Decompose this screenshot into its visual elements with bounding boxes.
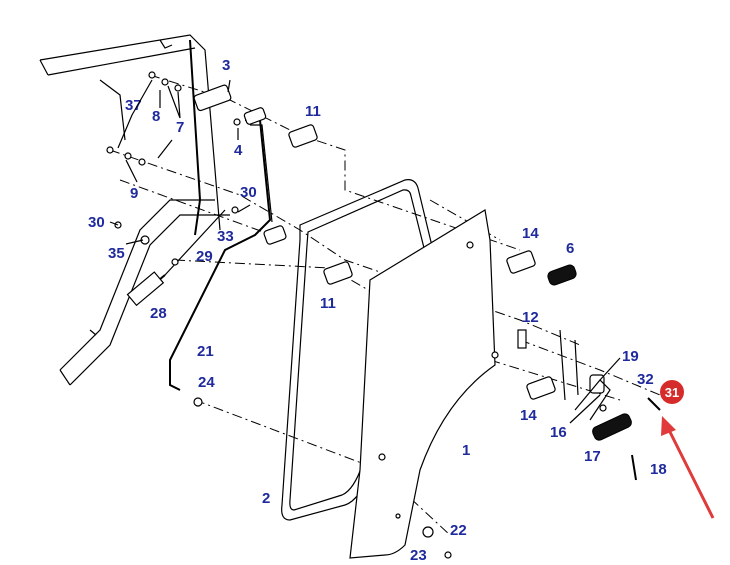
label-part: 4 — [234, 142, 243, 159]
label-part: 21 — [197, 343, 214, 360]
leader-lines — [109, 79, 621, 424]
label-part: 22 — [450, 522, 467, 539]
part-labels: 1 2 3 4 6 7 8 9 11 11 12 14 14 16 17 18 … — [88, 57, 667, 564]
label-part: 30 — [88, 214, 105, 231]
label-part: 12 — [522, 309, 539, 326]
label-part: 3 — [222, 57, 230, 74]
arrow-head — [661, 416, 676, 436]
label-part: 11 — [305, 103, 321, 120]
label-part: 35 — [108, 245, 125, 262]
label-part: 2 — [262, 490, 270, 507]
label-part: 14 — [520, 407, 537, 424]
label-part: 37 — [125, 97, 142, 114]
pointer-arrow — [661, 416, 715, 519]
label-part: 6 — [566, 240, 574, 257]
label-part: 33 — [217, 228, 234, 245]
label-part: 17 — [584, 448, 601, 465]
arrow-shaft — [666, 427, 715, 519]
label-part: 7 — [176, 119, 184, 136]
fasteners — [106, 71, 452, 559]
hinge-rod-part-21 — [169, 119, 273, 391]
latch-parts — [506, 250, 661, 481]
label-part: 1 — [462, 442, 470, 459]
label-part: 14 — [522, 225, 539, 242]
label-part: 29 — [196, 248, 213, 265]
label-part: 30 — [240, 184, 257, 201]
label-part: 9 — [130, 185, 138, 202]
label-part: 16 — [550, 424, 567, 441]
label-part: 8 — [152, 108, 160, 125]
hinge-brackets — [193, 84, 353, 285]
label-part: 32 — [637, 371, 654, 388]
label-part: 19 — [622, 348, 639, 365]
label-part: 23 — [410, 547, 427, 564]
label-part: 11 — [320, 295, 336, 312]
side-panel-part-1 — [349, 209, 499, 559]
callout-label: 31 — [665, 385, 679, 400]
cab-frame — [39, 34, 230, 386]
highlight-callout-31: 31 — [660, 380, 684, 404]
label-part: 18 — [650, 461, 667, 478]
callout-circle — [660, 380, 684, 404]
label-part: 24 — [198, 374, 215, 391]
label-part: 28 — [150, 305, 167, 322]
